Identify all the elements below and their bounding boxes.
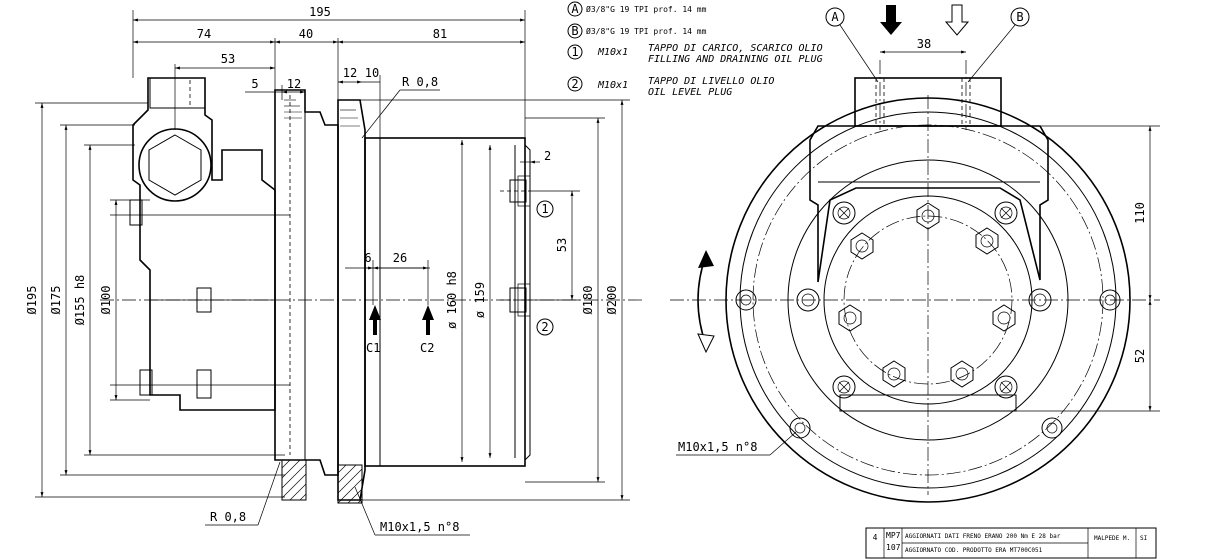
motor-body <box>364 137 526 467</box>
tb-rev: 4 <box>873 533 878 542</box>
tb-code-bottom: 107 <box>886 543 901 552</box>
title-block: 4 MP7 107 AGGIORNATI DATI FRENO ERANO 20… <box>865 527 1157 559</box>
dim-5: 5 <box>251 77 258 91</box>
port-c2-label: C2 <box>420 341 434 355</box>
front-flange-circle <box>739 111 1117 489</box>
plug-2-balloon <box>536 318 554 336</box>
legend-2-text: TAPPO DI LIVELLO OLIO <box>648 76 774 87</box>
balloon-b <box>1010 7 1030 27</box>
legend-b-symbol: B <box>571 24 578 38</box>
legend-1-balloon <box>567 44 583 60</box>
dim-dia-175: Ø175 <box>49 286 63 315</box>
dim-dia-200: Ø200 <box>605 286 619 315</box>
legend-1-code: M10x1 <box>597 47 628 58</box>
legend-1-text: TAPPO DI CARICO, SCARICO OLIO <box>648 43 823 54</box>
valve-port-lower <box>196 369 212 399</box>
dim-12b: 12 <box>343 66 357 80</box>
legend-1-text-en: FILLING AND DRAINING OIL PLUG <box>648 54 823 65</box>
legend: A Ø3/8"G 19 TPI prof. 14 mm B Ø3/8"G 19 … <box>567 1 823 98</box>
dim-dia-155: Ø155 h8 <box>73 275 87 326</box>
tb-line1: AGGIORNATI DATI FRENO ERANO 200 Nm E 28 … <box>905 533 1061 540</box>
dim-6: 6 <box>364 251 371 265</box>
legend-2-balloon <box>567 76 583 92</box>
valve-block-bolts <box>796 201 1052 399</box>
dim-40: 40 <box>299 27 313 41</box>
tb-line2: AGGIORNATO COD. PRODOTTO ERA MT700C051 <box>905 547 1043 554</box>
port-c1-arrow <box>369 305 381 335</box>
dim-10: 10 <box>365 66 379 80</box>
legend-2-code: M10x1 <box>597 80 628 91</box>
dim-pitch-53: 53 <box>555 238 569 252</box>
balloon-a <box>825 7 845 27</box>
balloon-b-label: B <box>1016 10 1023 24</box>
tb-author: MALPEDE M. <box>1094 535 1130 542</box>
outer-flange-holes <box>735 289 1121 439</box>
legend-b-text: Ø3/8"G 19 TPI prof. 14 mm <box>586 26 707 36</box>
dim-radius-bottom: R 0,8 <box>210 510 246 524</box>
legend-1-symbol: 1 <box>571 45 578 59</box>
front-body-circle <box>787 159 1069 441</box>
valve-plug-hex <box>148 134 202 196</box>
front-view: 38 A B <box>670 4 1160 503</box>
dim-dia-180: Ø180 <box>581 286 595 315</box>
dim-dia-100: Ø100 <box>99 286 113 315</box>
dim-12a: 12 <box>287 77 301 91</box>
front-thread-label: M10x1,5 n°8 <box>678 440 757 454</box>
rotation-arrow-cw <box>698 250 714 268</box>
dim-110: 110 <box>1133 202 1147 224</box>
valve-block-front <box>809 125 1049 283</box>
dim-53: 53 <box>221 52 235 66</box>
flange-hatch-bottom <box>281 459 307 501</box>
dim-dia-159: ø 159 <box>473 282 487 318</box>
dim-74: 74 <box>197 27 211 41</box>
ring-hatch-bottom <box>337 464 363 504</box>
tb-sheet: SI <box>1140 535 1148 542</box>
legend-a-balloon <box>567 1 583 17</box>
dim-gap-2: 2 <box>544 149 551 163</box>
port-c1-label: C1 <box>366 341 380 355</box>
dim-dia-160: ø 160 h8 <box>445 271 459 329</box>
flow-in-arrow <box>880 5 902 35</box>
bolt-pcd-inner <box>843 215 1013 385</box>
inner-bolt-ring <box>838 202 1016 388</box>
rotation-arrow-ccw <box>697 333 715 354</box>
flow-out-arrow <box>944 4 970 36</box>
dim-52: 52 <box>1133 349 1147 363</box>
plug-2-label: 2 <box>541 320 548 334</box>
plug-1-balloon <box>536 200 554 218</box>
tb-code-top: MP7 <box>886 531 901 540</box>
dim-radius-top: R 0,8 <box>402 75 438 89</box>
legend-a-text: Ø3/8"G 19 TPI prof. 14 mm <box>586 4 707 14</box>
valve-top-boss <box>149 77 206 109</box>
balloon-a-label: A <box>831 10 839 24</box>
side-view: 1 2 C1 C2 195 74 40 81 53 5 12 <box>25 5 645 536</box>
side-bolt-bottom <box>139 369 153 396</box>
plug-1 <box>500 175 531 207</box>
legend-b-balloon <box>567 23 583 39</box>
valve-plug-circle <box>138 128 212 202</box>
dim-38: 38 <box>917 37 931 51</box>
dim-dia-195: Ø195 <box>25 286 39 315</box>
dim-thread-bottom: M10x1,5 n°8 <box>380 520 459 534</box>
plug-1-label: 1 <box>541 202 548 216</box>
dim-81: 81 <box>433 27 447 41</box>
port-c2-arrow <box>422 305 434 335</box>
valve-block-outline <box>132 77 276 411</box>
legend-2-symbol: 2 <box>571 77 578 91</box>
legend-2-text-en: OIL LEVEL PLUG <box>648 87 732 98</box>
dim-26: 26 <box>393 251 407 265</box>
dim-overall-length: 195 <box>309 5 331 19</box>
motor-flange <box>274 89 339 476</box>
bolt-pcd-outer <box>752 124 1104 476</box>
legend-a-symbol: A <box>571 2 579 16</box>
front-inner-circle <box>823 195 1033 405</box>
front-outer-circle <box>725 97 1131 503</box>
valve-block-lower <box>839 394 1017 412</box>
